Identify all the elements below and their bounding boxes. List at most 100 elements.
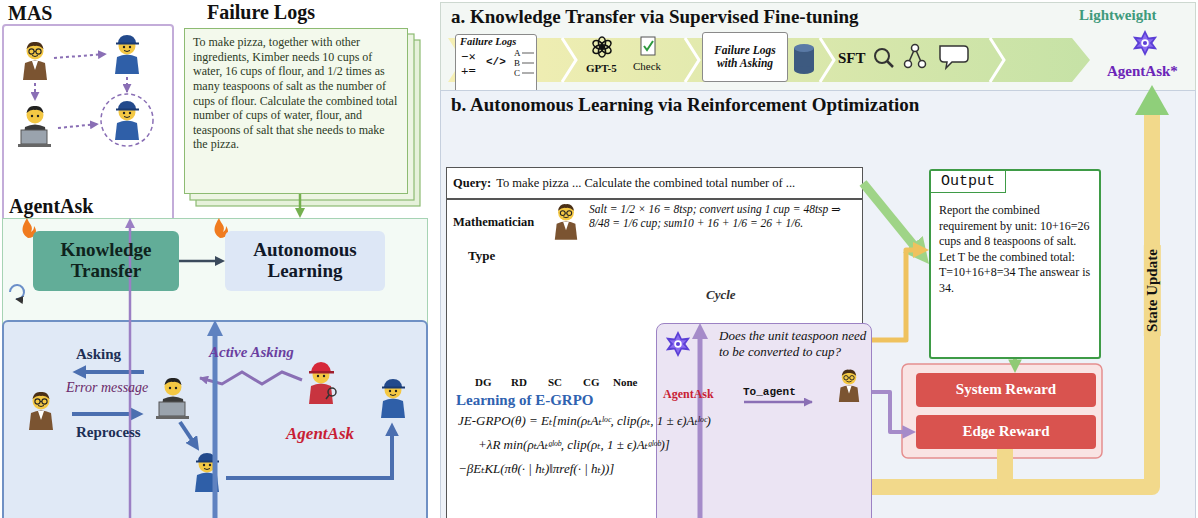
document-title: Failure Logs [460, 36, 516, 48]
pipeline-band [794, 44, 814, 52]
agent-name: AgentAsk [286, 424, 354, 444]
option-letter: B [514, 58, 520, 68]
panel-heading: Failure Logs [207, 1, 315, 24]
connector-arrow [213, 330, 218, 518]
bar-label: CG [583, 376, 600, 389]
option-lines [522, 53, 534, 73]
failure-log-paper: Failure LogsTo make pizza, together with… [184, 28, 408, 194]
axis-label: Type [468, 249, 495, 264]
connector-arrow [1005, 103, 1152, 487]
agent-icons [54, 54, 106, 58]
interaction-illustration [180, 422, 196, 446]
tag-label: Lightweight [1079, 7, 1157, 24]
pipeline-band [887, 61, 893, 67]
pipeline-band [641, 37, 655, 55]
connector-arrow [1013, 359, 1017, 365]
option-lines [522, 62, 534, 63]
agentask-icons [666, 331, 690, 357]
reward-group-box [902, 364, 1102, 458]
pipeline-band [908, 48, 915, 64]
formula-title: Learning of E-GRPO [456, 392, 594, 409]
agent-icons [115, 35, 139, 74]
node-text: Query: [453, 176, 491, 190]
node-text: Autonomous Learning [229, 240, 381, 282]
pipeline-band [794, 66, 814, 74]
step-label: Check [633, 60, 661, 73]
bar-label: None [613, 376, 637, 389]
node-text: Mathematician [453, 215, 534, 229]
arrow-label: Error message [66, 380, 148, 396]
pipeline-band [912, 45, 919, 52]
connector-arrow [872, 392, 908, 432]
reward-box: Edge Reward [916, 415, 1096, 449]
pipeline-band [562, 38, 576, 82]
agent-icons [34, 83, 36, 100]
pipeline-band [905, 45, 926, 68]
document-box: Failure Logs with Asking [702, 32, 788, 82]
arrow-label: Active Asking [209, 344, 294, 361]
option-letter: C [514, 68, 520, 78]
pipeline-band [794, 48, 814, 70]
agentask-icons [744, 401, 812, 404]
log-text: To make pizza, together with other ingre… [193, 35, 401, 152]
cycle-label: Cycle [706, 288, 736, 303]
pipeline-band [685, 38, 699, 82]
interaction-illustration [78, 370, 144, 374]
agentask-icons [839, 370, 859, 402]
mathematician-icon [555, 204, 577, 240]
process-box: Autonomous Learning [225, 231, 385, 291]
formula-line: +λR min(ρₜAₜᵍˡᵒᵇ, clip(ρₜ, 1 ± ϵ)Aₜᵍˡᵒᵇ)… [478, 438, 670, 453]
panel-heading: AgentAsk [9, 195, 93, 218]
interaction-illustration [156, 378, 189, 419]
pipeline-band [875, 49, 889, 63]
flame-icon [10, 285, 24, 299]
pipeline-band [592, 37, 613, 57]
agent-icons [23, 42, 47, 80]
model-name: GPT-5 [586, 62, 617, 75]
section-panel: b. Autonomous Learning via Reinforcement… [440, 90, 1196, 518]
arrow-label: Asking [76, 346, 121, 363]
node-text: AgentAsk* [1107, 63, 1178, 80]
agent-icons [101, 94, 153, 146]
formula-line: JE-GRPO(θ) = Eₜ[min(ρₜAₜˡᵒᶜ, clip(ρₜ, 1 … [458, 414, 711, 429]
edge-label: State Update [1143, 245, 1160, 336]
panel-heading: MAS [8, 2, 52, 25]
agent-icons [18, 106, 51, 147]
code-symbol: </> [486, 56, 506, 69]
pipeline-band [905, 61, 912, 68]
formula-line: −βEₜKL(πθ(· | hₜ)‖πref(· | hₜ))] [458, 462, 614, 477]
connector-arrow [179, 260, 219, 263]
node-text: AgentAsk [663, 388, 714, 402]
section-title: b. Autonomous Learning via Reinforcement… [451, 94, 919, 116]
node-text: To make pizza ... Calculate the combined… [496, 176, 795, 190]
interaction-illustration [29, 392, 53, 430]
interaction-illustration [200, 372, 302, 384]
pipeline-band [644, 41, 653, 50]
math-symbol: −× [461, 50, 476, 65]
node-text: System Reward [956, 381, 1056, 398]
interaction-illustration [195, 453, 219, 492]
query-box: Query: To make pizza ... Calculate the co… [446, 167, 863, 199]
arrow-label: Reprocess [76, 424, 141, 441]
connector-arrow [872, 250, 919, 340]
illustration-panel: AskingError messageReprocess Active Askin… [2, 320, 428, 518]
node-text: Report the combined requirement by unit:… [939, 203, 1093, 297]
node-text: Output [931, 171, 1006, 193]
bar-label: SC [548, 376, 562, 389]
pipeline-band [820, 38, 834, 82]
pipeline-band [990, 38, 1004, 82]
pipeline-band [794, 44, 814, 74]
pipeline-band [915, 48, 922, 64]
option-lines [522, 72, 534, 73]
connector-arrow [129, 224, 132, 518]
reward-box: System Reward [916, 373, 1096, 407]
node-text: Salt = 1/2 × 16 = 8tsp; convert using 1 … [589, 203, 859, 231]
node-text: To_agent [743, 386, 796, 399]
pipeline-band [919, 61, 926, 68]
math-symbol: += [461, 64, 476, 79]
agent-icons [126, 77, 128, 92]
pipeline-band [1133, 30, 1157, 56]
agent-icons [115, 101, 139, 140]
process-box: Knowledge Transfer [33, 231, 179, 291]
node-text: Edge Reward [962, 423, 1049, 440]
